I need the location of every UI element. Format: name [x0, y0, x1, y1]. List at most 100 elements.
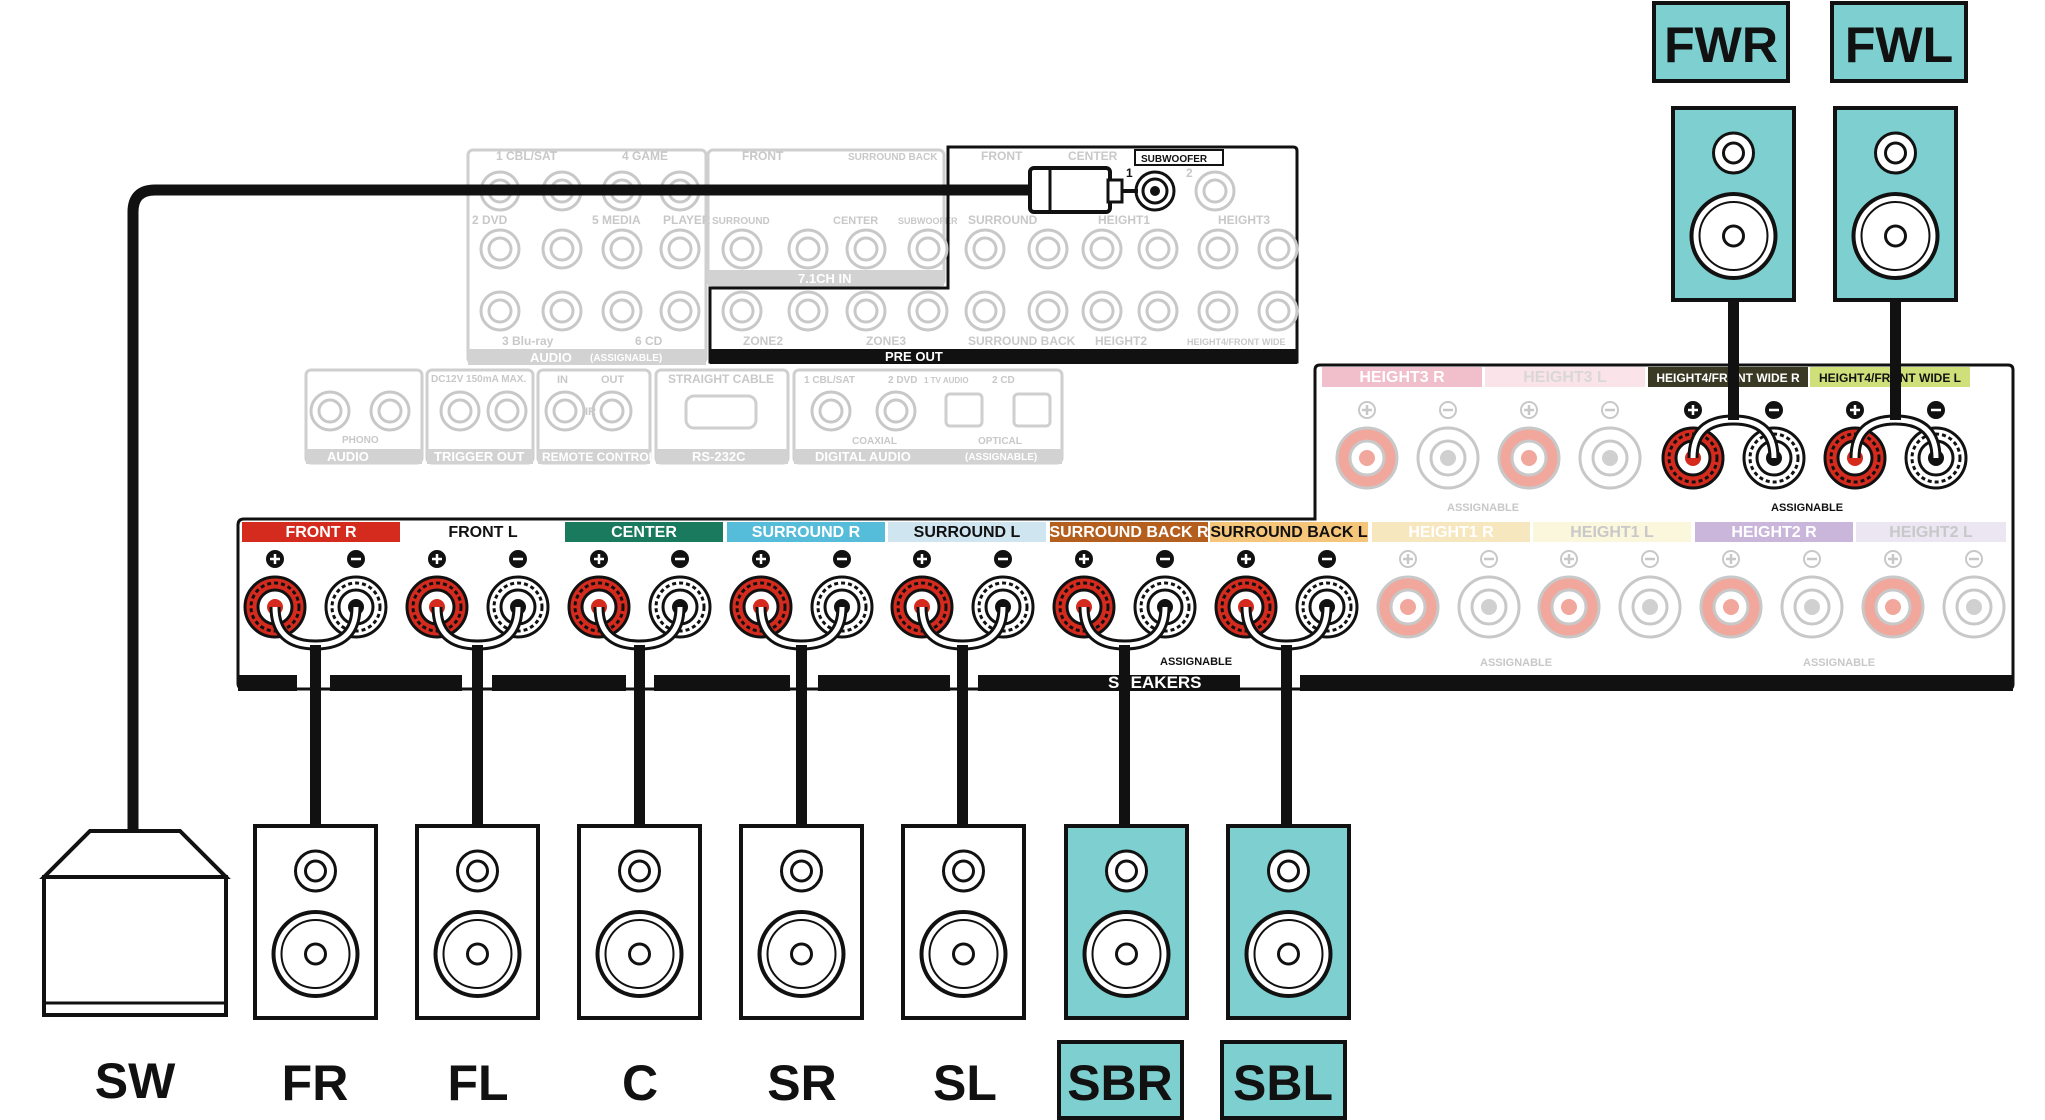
faded-jack-inner	[317, 398, 343, 424]
audio-in-label-4: 5 MEDIA	[592, 213, 641, 227]
pre-out-title-bar	[710, 349, 1297, 364]
pre-out-label-h4fw: HEIGHT4/FRONT WIDE	[1187, 337, 1286, 347]
faded-jack-inner	[487, 298, 513, 324]
faded-jack-inner	[377, 398, 403, 424]
main-label-2-bar	[565, 522, 723, 542]
speaker-label-sbr: SBR	[1067, 1055, 1173, 1111]
pre-out-label-center: CENTER	[1068, 149, 1118, 163]
speaker-sbr-woofer-center	[1115, 942, 1138, 966]
speaker-c-woofer-center	[628, 942, 651, 966]
remote-out: OUT	[601, 374, 625, 386]
main-label-6-text: SURROUND BACK L	[1210, 524, 1368, 541]
faded-jack-inner	[552, 398, 578, 424]
speaker-fl-tweeter-center	[466, 859, 489, 883]
faded-jack-inner	[609, 236, 635, 262]
main-label-5-bar	[1050, 522, 1208, 542]
faded-jack-inner	[1035, 236, 1061, 262]
pre-out-label-front: FRONT	[981, 149, 1023, 163]
faded-jack-inner	[1205, 236, 1231, 262]
rca-panel: AUDIO (ASSIGNABLE) 1 CBL/SAT 4 GAME 2 DV…	[309, 145, 1299, 432]
audio-in-label-5: PLAYER	[663, 213, 711, 227]
speaker-sbl-woofer-center	[1277, 942, 1300, 966]
subwoofer-jack	[1134, 170, 1176, 212]
trigger-title: TRIGGER OUT	[434, 449, 524, 464]
speaker-fr-woofer-center	[304, 942, 327, 966]
terminal-hole	[1885, 599, 1901, 615]
assignable-label-4: ASSIGNABLE	[1447, 502, 1519, 514]
phono-title: AUDIO	[327, 449, 369, 464]
rs232-title: RS-232C	[692, 449, 746, 464]
assignable-label-1: ASSIGNABLE	[1160, 656, 1232, 668]
rca-plug-body	[1028, 166, 1112, 214]
speaker-label-fwl: FWL	[1845, 17, 1953, 73]
pre-out-label-height1: HEIGHT1	[1098, 213, 1150, 227]
remote-title: REMOTE CONTROL	[542, 450, 656, 464]
audio-in-label-6: 3 Blu-ray	[502, 334, 554, 348]
ch71-title-bar	[708, 270, 944, 286]
terminal-hole	[1723, 599, 1739, 615]
faded-jack-inner	[609, 298, 635, 324]
faded-jack-inner	[667, 236, 693, 262]
pre-out-label-sb: SURROUND BACK	[968, 334, 1076, 348]
faded-jack-inner	[1089, 236, 1115, 262]
speakers-bar	[238, 675, 2013, 691]
speaker-fwl-tweeter-center	[1884, 141, 1907, 165]
speakers-bar-segment	[818, 675, 950, 691]
faded-jack-inner	[667, 298, 693, 324]
subwoofer-label: SUBWOOFER	[1141, 154, 1208, 165]
faded-jack-inner	[1035, 298, 1061, 324]
trigger-text: DC12V 150mA MAX.	[431, 374, 526, 385]
speaker-fr-tweeter-center	[304, 859, 327, 883]
main-label-0-bar	[242, 522, 400, 542]
digital-label-4: 2 CD	[992, 375, 1015, 386]
digital-sub: (ASSIGNABLE)	[965, 452, 1037, 463]
speaker-label-sbl: SBL	[1233, 1055, 1333, 1111]
speaker-label-fwr: FWR	[1664, 17, 1778, 73]
terminal-hole	[1642, 599, 1658, 615]
sw-number-2: 2	[1186, 166, 1193, 180]
speakers-bar-segment	[238, 675, 297, 691]
pre-out-outline	[708, 145, 1299, 364]
pre-out-label-height2: HEIGHT2	[1095, 334, 1147, 348]
terminal-hole	[1359, 450, 1375, 466]
faded-jack-inner	[447, 398, 473, 424]
top-label-1-text: HEIGHT3 L	[1523, 369, 1607, 386]
main-label-8-text: HEIGHT1 L	[1570, 524, 1654, 541]
speakers-bar-segment	[978, 675, 1240, 691]
audio-in-sub: (ASSIGNABLE)	[590, 353, 662, 364]
main-label-3-bar	[727, 522, 885, 542]
faded-jack-inner	[795, 298, 821, 324]
subwoofer-cable	[127, 166, 1138, 830]
main-label-10-text: HEIGHT2 L	[1889, 524, 1973, 541]
terminal-hole	[1804, 599, 1820, 615]
faded-jack-inner	[729, 298, 755, 324]
faded-jack-inner	[915, 298, 941, 324]
terminal-hole	[1966, 599, 1982, 615]
faded-jack-inner	[549, 298, 575, 324]
speaker-label-box-fwl	[1830, 1, 1968, 83]
speaker-fwl-woofer-center	[1884, 224, 1907, 248]
pre-out-label-zone3: ZONE3	[866, 334, 906, 348]
speaker-sbl-tweeter-center	[1277, 859, 1300, 883]
main-label-6-bar	[1210, 522, 1368, 542]
remote-ir: IR	[585, 406, 596, 418]
speaker-sr-woofer-center	[790, 942, 813, 966]
main-label-8-bar	[1533, 522, 1691, 542]
faded-jack-inner	[1202, 178, 1228, 204]
rs232-top: STRAIGHT CABLE	[668, 372, 774, 386]
faded-jack-inner	[853, 298, 879, 324]
speaker-sl-woofer-center	[952, 942, 975, 966]
pre-out-title: PRE OUT	[885, 349, 943, 364]
pre-out-label-zone2: ZONE2	[743, 334, 783, 348]
sw-number-1: 1	[1126, 166, 1133, 180]
faded-jack-inner	[1265, 298, 1291, 324]
main-label-5-text: SURROUND BACK R	[1049, 524, 1209, 541]
faded-jack-inner	[494, 398, 520, 424]
faded-jack-inner	[1145, 236, 1171, 262]
main-label-0-text: FRONT R	[285, 524, 357, 541]
subwoofer-box	[39, 829, 231, 1017]
main-label-4-bar	[888, 522, 1046, 542]
terminal-hole	[1561, 599, 1577, 615]
